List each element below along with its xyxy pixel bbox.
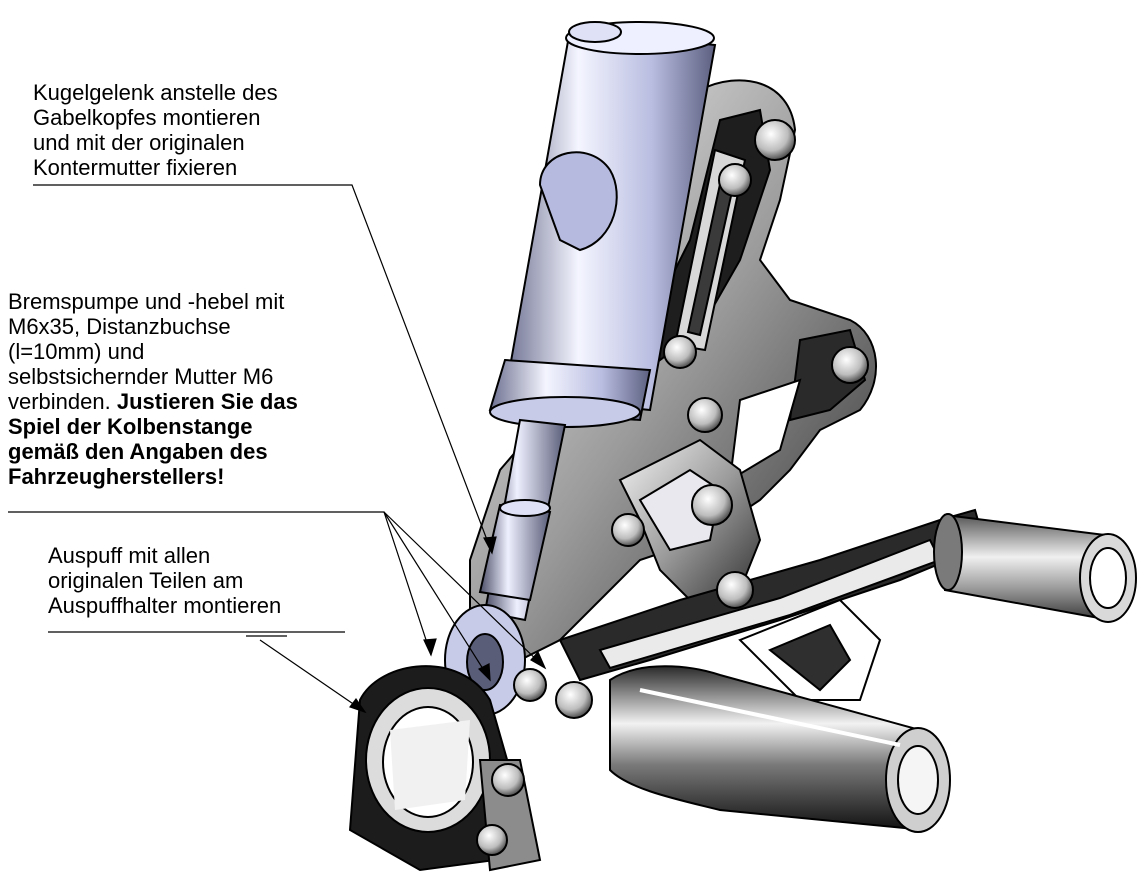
note-exhaust: Auspuff mit allen originalen Teilen am A… <box>48 543 281 618</box>
note-ball-joint-line-4: Kontermutter fixieren <box>33 155 238 180</box>
note-brake-line-2: M6x35, Distanzbuchse <box>8 314 231 339</box>
note-brake-pump: Bremspumpe und -hebel mit M6x35, Distanz… <box>8 289 298 489</box>
note-brake-bold-text: Justieren Sie das <box>116 389 298 414</box>
note-brake-line-4: selbstsichernder Mutter M6 <box>8 364 274 389</box>
note-exhaust-line-2: originalen Teilen am <box>48 568 244 593</box>
shift-lever <box>558 508 987 701</box>
note-brake-bold-line-2: gemäß den Angaben des <box>8 439 268 464</box>
leader-brake-3 <box>383 511 546 669</box>
bolt-1 <box>754 119 796 161</box>
front-footpeg <box>609 665 951 833</box>
bolt-6 <box>691 484 733 526</box>
linkage-arm <box>618 148 762 612</box>
bolt-5 <box>687 397 723 433</box>
note-brake-bold-line-3: Fahrzeugherstellers! <box>8 464 225 489</box>
note-brake-line-1: Bremspumpe und -hebel mit <box>8 289 285 314</box>
bolt-2 <box>718 163 752 197</box>
exhaust-bracket <box>348 665 542 872</box>
bolt-8 <box>716 571 754 609</box>
bolt-11 <box>476 824 508 856</box>
bolt-9 <box>555 681 593 719</box>
note-ball-joint-line-2: Gabelkopfes montieren <box>33 105 261 130</box>
bolt-4 <box>663 335 697 369</box>
note-brake-line-3: (l=10mm) und <box>8 339 145 364</box>
leader-lines <box>8 184 547 714</box>
note-ball-joint-line-1: Kugelgelenk anstelle des <box>33 80 278 105</box>
note-exhaust-line-3: Auspuffhalter montieren <box>48 593 282 618</box>
note-brake-plain-text: verbinden. <box>8 389 117 414</box>
note-ball-joint: Kugelgelenk anstelle des Gabelkopfes mon… <box>33 80 278 180</box>
bolt-3 <box>831 346 869 384</box>
master-cylinder <box>488 21 717 428</box>
bolt-12 <box>513 668 547 702</box>
leader-brake-2 <box>383 511 491 681</box>
rear-shift-peg <box>933 513 1137 623</box>
note-brake-bold-line-1: Spiel der Kolbenstange <box>8 414 253 439</box>
leader-ball-joint <box>33 184 493 554</box>
bolt-10 <box>491 763 525 797</box>
bolts <box>476 119 869 856</box>
note-ball-joint-line-3: und mit der originalen <box>33 130 245 155</box>
note-exhaust-line-1: Auspuff mit allen <box>48 543 211 568</box>
note-brake-line-5: verbinden. Justieren Sie das <box>8 389 298 414</box>
bolt-7 <box>611 513 645 547</box>
